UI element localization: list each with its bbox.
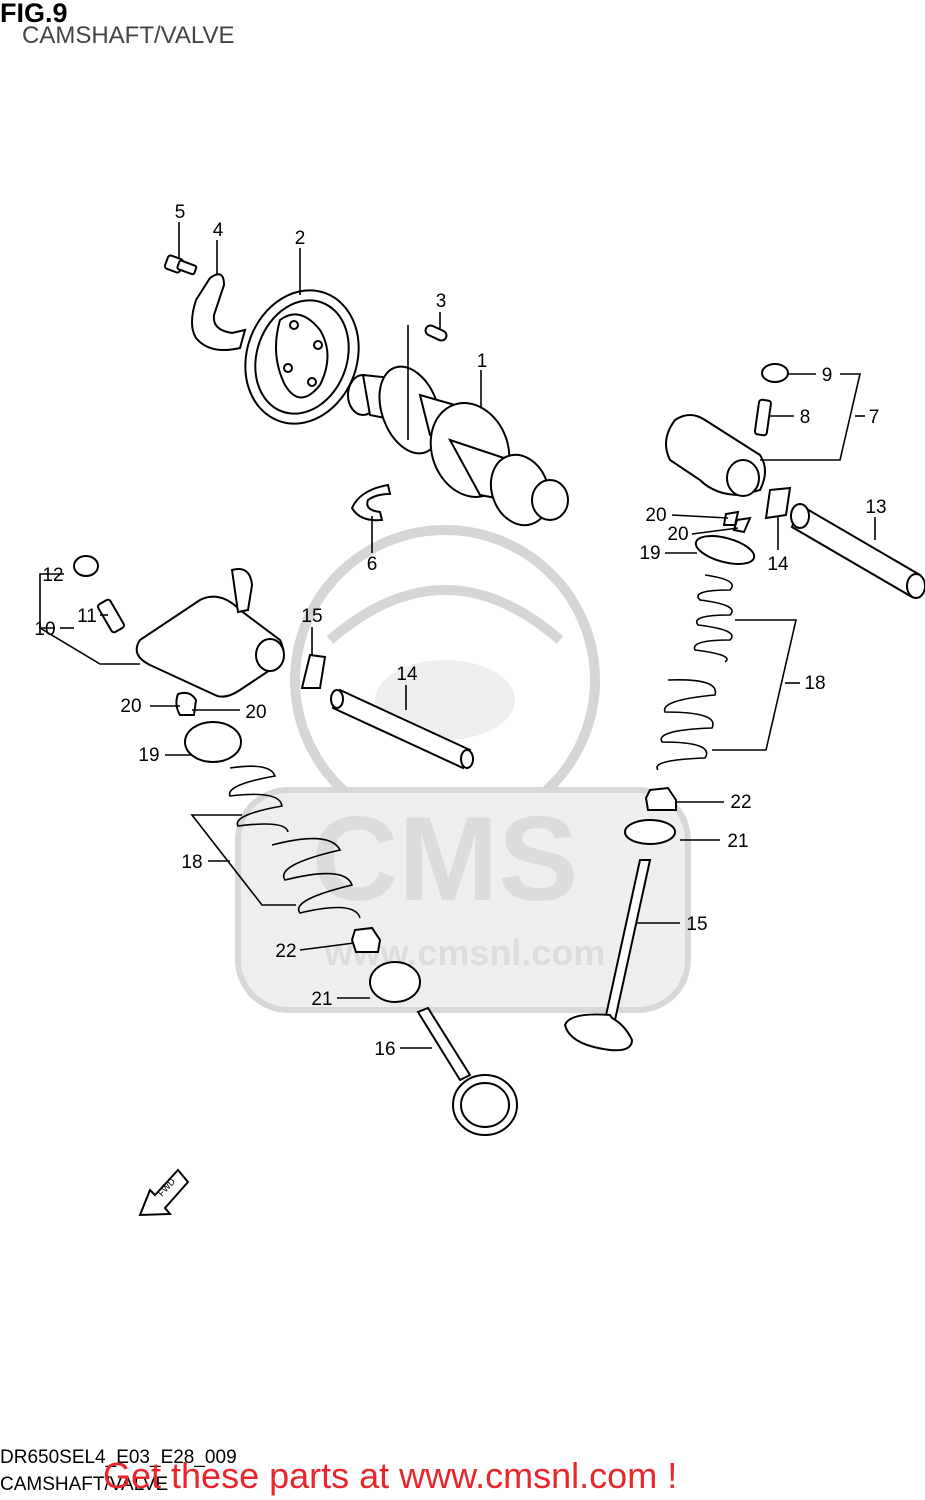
callout-20-left-a: 20 [120, 696, 141, 717]
callout-3: 3 [436, 291, 447, 312]
spring-part-18-left [228, 765, 361, 919]
rocker-arm-part-7 [665, 414, 766, 497]
callout-21-right: 21 [727, 831, 748, 852]
callout-1: 1 [477, 351, 488, 372]
callout-18-right: 18 [804, 673, 825, 694]
camshaft-part-1 [347, 365, 569, 527]
wave-washer-part-15-left [300, 653, 327, 689]
callout-10: 10 [34, 619, 55, 640]
callout-19-left: 19 [138, 745, 159, 766]
callout-15-left: 15 [301, 606, 322, 627]
seat-part-21-left [369, 961, 421, 1003]
cotter-part-20-right-b [732, 516, 752, 534]
watermark-brand: CMS [312, 792, 579, 926]
callout-labels: 5 4 2 3 1 6 9 8 7 13 14 20 20 19 18 22 2… [34, 202, 886, 1060]
cotter-part-20-left [175, 691, 198, 716]
callout-13: 13 [865, 497, 886, 518]
seal-part-22-left [350, 926, 382, 953]
callout-21-left: 21 [311, 989, 332, 1010]
callout-7: 7 [869, 407, 880, 428]
callout-12: 12 [42, 565, 63, 586]
callout-2: 2 [295, 228, 306, 249]
nut-part-12 [73, 555, 99, 577]
callout-20-left-b: 20 [245, 702, 266, 723]
callout-6: 6 [367, 554, 378, 575]
callout-8: 8 [800, 407, 811, 428]
valve-part-17 [416, 1006, 518, 1136]
forward-arrow-icon: FWD [138, 1168, 190, 1217]
figure-subtitle: CAMSHAFT/VALVE [22, 22, 235, 49]
bolt-part-5 [163, 254, 198, 276]
nut-part-9 [761, 363, 789, 383]
seat-part-21-right [624, 819, 676, 845]
valve-part-16 [563, 859, 652, 1052]
spring-part-18-right [656, 574, 733, 771]
callout-22-left: 22 [275, 941, 296, 962]
callout-19-right: 19 [639, 543, 660, 564]
sprocket-part-2 [244, 289, 360, 425]
rocker-shaft-part-14 [330, 688, 474, 770]
callout-5: 5 [175, 202, 186, 223]
callout-11: 11 [77, 606, 97, 627]
leader-lines [39, 222, 876, 1049]
callout-15-right: 14 [767, 554, 789, 575]
retainer-part-19-left [184, 721, 242, 763]
drawing-title: CAMSHAFT/VALVE [0, 1474, 169, 1495]
rocker-arm-part-10 [135, 568, 285, 698]
callout-16: 15 [686, 914, 707, 935]
seal-part-22-right [644, 786, 677, 811]
callout-22-right: 22 [730, 792, 751, 813]
callout-14: 14 [396, 664, 418, 685]
pin-part-3 [424, 324, 448, 342]
callout-17: 16 [374, 1039, 395, 1060]
callout-18-left: 18 [181, 852, 202, 873]
callout-20-right-a: 20 [645, 505, 666, 526]
rocker-shaft-part-13 [790, 503, 925, 599]
wave-washer-part-15-right [764, 486, 792, 520]
screw-part-8 [753, 398, 772, 437]
shop-link[interactable]: Get these parts at www.cmsnl.com ! [103, 1455, 678, 1496]
retainer-part-19-right [694, 535, 756, 565]
bracket-part-4 [191, 273, 247, 351]
callout-4: 4 [213, 220, 224, 241]
callout-20-right-b: 20 [667, 524, 688, 545]
drawing-code: DR650SEL4_E03_E28_009 [0, 1447, 237, 1468]
clip-part-6 [350, 483, 392, 522]
callout-9: 9 [822, 365, 833, 386]
cms-watermark: CMS www.cmsnl.com [235, 525, 691, 1013]
figure-number: FIG.9 [0, 0, 68, 28]
screw-part-11 [97, 598, 125, 634]
